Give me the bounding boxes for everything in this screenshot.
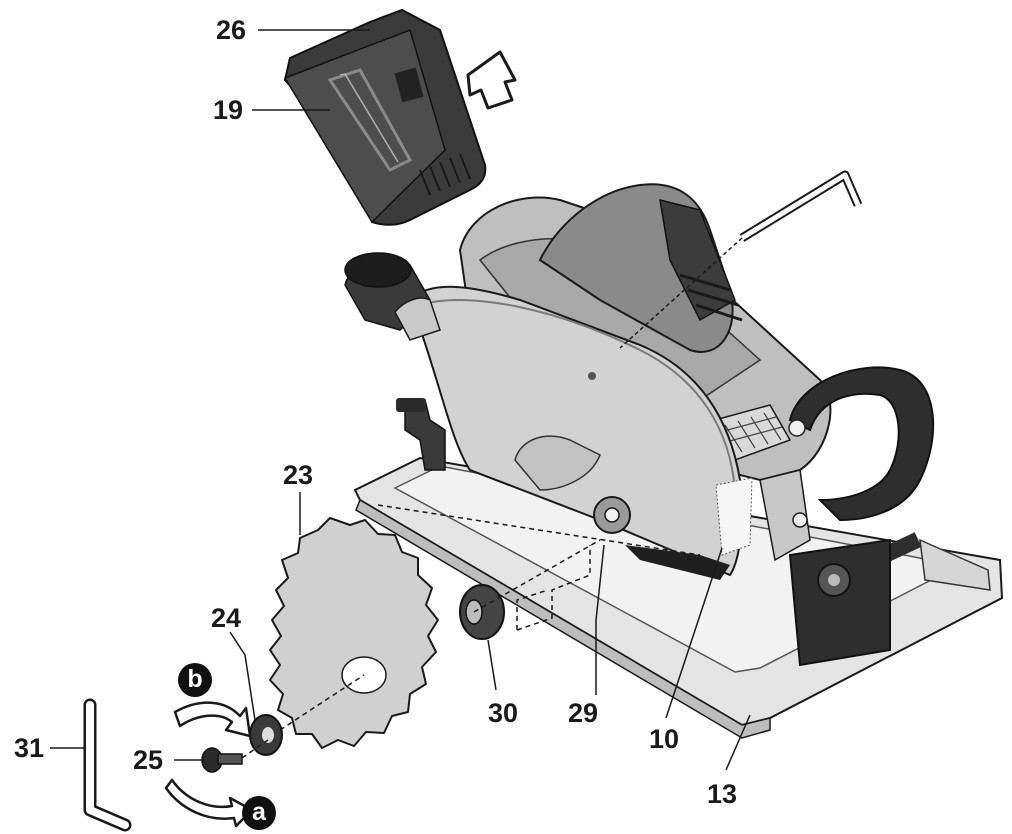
callout-19: 19: [213, 95, 244, 125]
outline-up-arrow-icon: [466, 50, 517, 110]
callout-31: 31: [14, 733, 45, 763]
hex-key: [83, 698, 132, 832]
front-guard-parts: [625, 469, 891, 667]
rear-bracket: [396, 398, 446, 471]
motor-housing: [458, 183, 935, 522]
inner-flange: [459, 584, 505, 640]
saw-blade: [269, 517, 439, 749]
clamping-screw: [201, 747, 243, 773]
callout-25: 25: [133, 745, 164, 775]
curved-arrow-b-icon: [173, 701, 252, 738]
callout-29: 29: [568, 698, 599, 728]
callout-10: 10: [649, 724, 680, 754]
callout-30: 30: [488, 698, 519, 728]
dust-port: [344, 252, 441, 341]
callout-24: 24: [211, 603, 242, 633]
vent-detail: [715, 477, 753, 556]
stored-allen-key: [619, 170, 863, 349]
step-a-marker: a: [242, 796, 276, 830]
callout-23: 23: [283, 460, 314, 490]
assembly-dashed-lines: [241, 504, 701, 759]
blade-guard: [408, 285, 743, 577]
callout-26: 26: [216, 15, 247, 45]
leader-lines: [50, 29, 751, 771]
clamping-flange: [249, 714, 283, 756]
curved-arrow-a-icon: [164, 778, 254, 828]
step-b-marker: b: [178, 663, 212, 697]
callout-13: 13: [707, 779, 738, 809]
battery-pack: [283, 8, 487, 226]
